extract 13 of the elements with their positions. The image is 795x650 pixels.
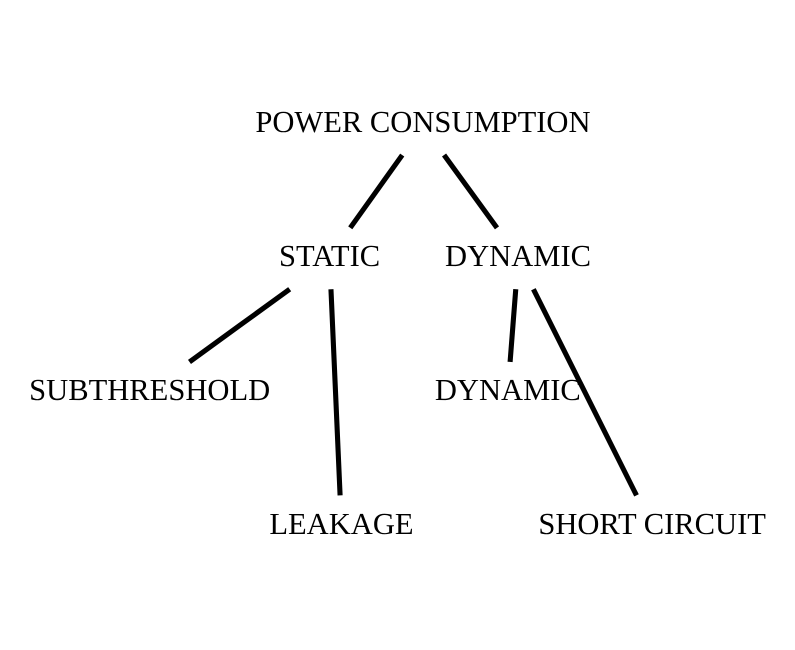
connector	[442, 153, 500, 229]
node-text: POWER CONSUMPTION	[255, 104, 591, 138]
connector	[531, 288, 639, 496]
connector	[508, 288, 518, 362]
node-text: STATIC	[279, 238, 380, 272]
node-text: LEAKAGE	[269, 506, 414, 541]
node-text: DYNAMIC	[434, 372, 581, 407]
node-text: DYNAMIC	[445, 238, 591, 272]
connector	[188, 286, 292, 364]
connector	[328, 288, 343, 496]
connector	[348, 153, 404, 229]
node-text: SHORT CIRCUIT	[538, 506, 766, 541]
node-text: SUBTHRESHOLD	[29, 372, 270, 407]
